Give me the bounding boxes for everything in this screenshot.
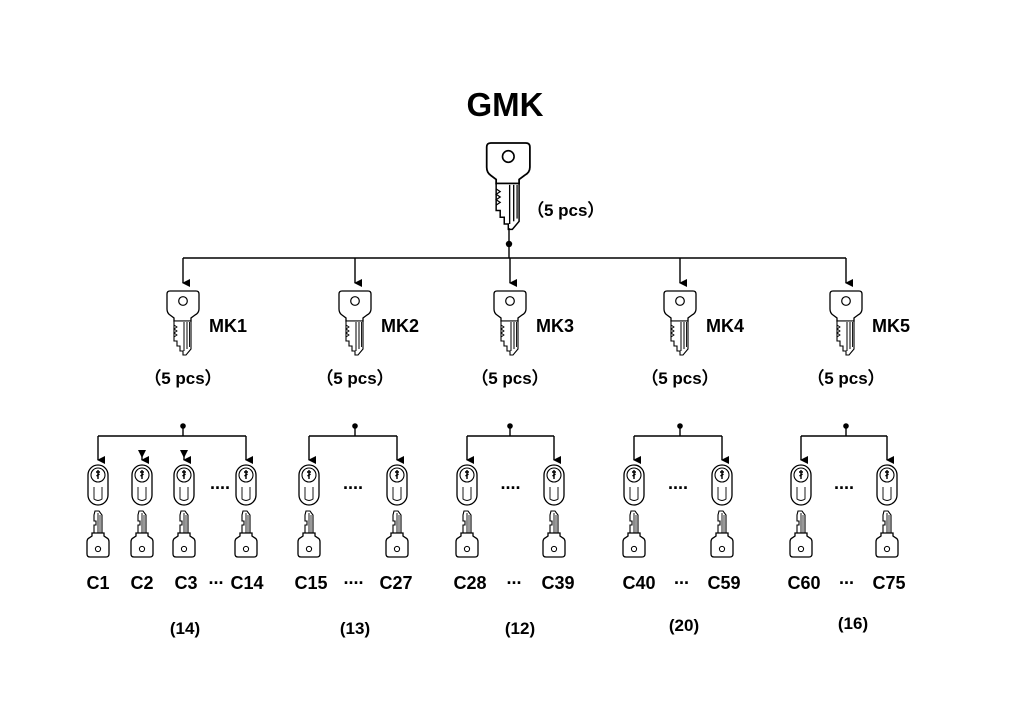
change-key-icon [86,510,110,558]
cylinder-count: (16) [838,614,868,633]
master-key-icon [493,290,527,356]
cylinder-icon [87,464,109,506]
label-ellipsis: ... [839,568,854,588]
master-key-groups: MK1 （5 pcs）.... C1 C2 C3 C14... (14) MK2 （5 pcs）… [86,258,910,638]
change-key-label: C1 [86,573,109,593]
master-key-group-1: MK1 （5 pcs）.... C1 C2 C3 C14... (14) [86,258,264,638]
cylinder-icon [298,464,320,506]
change-key-icon [789,510,813,558]
master-key-group-5: MK5 （5 pcs）.... C60 C75... (16) [787,258,910,633]
master-key-quantity: （5 pcs） [316,368,393,388]
master-key-quantity: （5 pcs） [144,368,221,388]
change-key-label: C3 [174,573,197,593]
cylinder-icon [543,464,565,506]
change-key-label: C14 [230,573,263,593]
master-key-icon [829,290,863,356]
change-key-icon [710,510,734,558]
change-key-icon [542,510,566,558]
cylinder-count: (14) [170,619,200,638]
change-key-label: C59 [707,573,740,593]
change-key-label: C2 [130,573,153,593]
cylinder-ellipsis: .... [834,473,854,493]
master-key-group-3: MK3 （5 pcs）.... C28 C39... (12) [453,258,575,638]
label-ellipsis: .... [343,568,363,588]
cylinder-count: (13) [340,619,370,638]
master-key-group-4: MK4 （5 pcs）.... C40 C59... (20) [622,258,744,635]
master-key-quantity: （5 pcs） [807,368,884,388]
cylinder-count: (20) [669,616,699,635]
change-key-label: C27 [379,573,412,593]
master-key-label: MK5 [872,316,910,336]
change-key-icon [130,510,154,558]
change-key-icon [172,510,196,558]
change-key-icon [385,510,409,558]
cylinder-icon [235,464,257,506]
master-key-icon [338,290,372,356]
change-key-label: C15 [294,573,327,593]
label-ellipsis: ... [674,568,689,588]
gmk-branch-lines [183,228,846,259]
master-key-icon [166,290,200,356]
change-key-icon [297,510,321,558]
change-key-icon [622,510,646,558]
cylinder-icon [623,464,645,506]
label-ellipsis: ... [208,568,223,588]
cylinder-ellipsis: .... [343,473,363,493]
cylinder-icon [456,464,478,506]
master-key-label: MK2 [381,316,419,336]
master-key-group-2: MK2 （5 pcs）.... C15 C27.... (13) [294,258,419,638]
cylinder-icon [790,464,812,506]
master-key-icon [663,290,697,356]
change-key-icon [455,510,479,558]
change-key-label: C39 [541,573,574,593]
change-key-label: C60 [787,573,820,593]
cylinder-icon [711,464,733,506]
master-key-label: MK1 [209,316,247,336]
master-key-quantity: （5 pcs） [471,368,548,388]
master-key-quantity: （5 pcs） [641,368,718,388]
change-key-label: C40 [622,573,655,593]
gmk-quantity: （5 pcs） [527,200,604,220]
change-key-icon [234,510,258,558]
change-key-icon [875,510,899,558]
cylinder-icon [173,464,195,506]
master-key-label: MK4 [706,316,744,336]
cylinder-count: (12) [505,619,535,638]
master-key-label: MK3 [536,316,574,336]
cylinder-icon [876,464,898,506]
change-key-label: C28 [453,573,486,593]
change-key-label: C75 [872,573,905,593]
diagram-title: GMK [467,86,544,123]
cylinder-ellipsis: .... [500,473,520,493]
cylinder-icon [131,464,153,506]
label-ellipsis: ... [506,568,521,588]
cylinder-ellipsis: .... [210,473,230,493]
grand-master-key-icon [485,142,531,231]
cylinder-ellipsis: .... [668,473,688,493]
cylinder-icon [386,464,408,506]
